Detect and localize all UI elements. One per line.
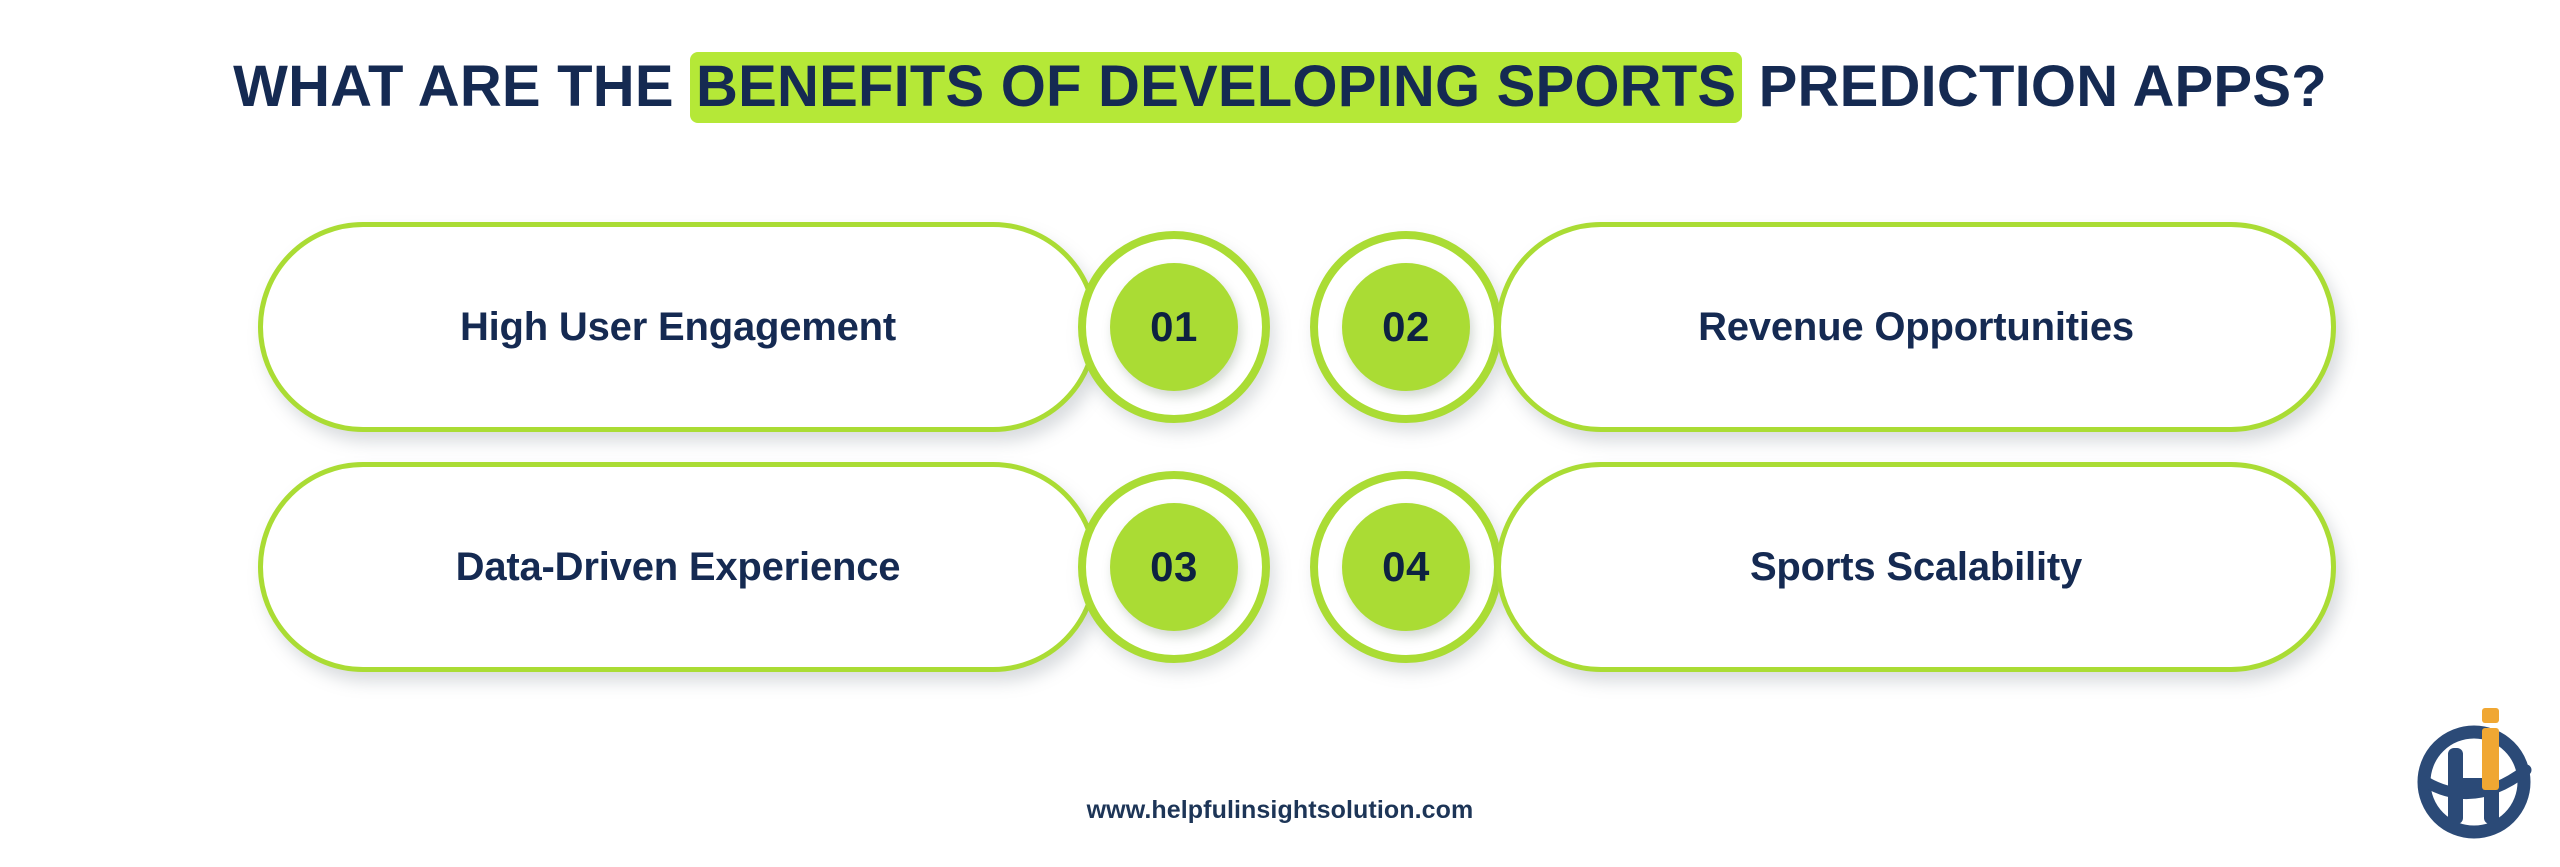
- benefit-badge-inner: 04: [1342, 503, 1470, 631]
- benefit-label: High User Engagement: [459, 304, 897, 349]
- page-title-container: WHAT ARE THE BENEFITS OF DEVELOPING SPOR…: [0, 18, 2560, 157]
- benefit-label: Sports Scalability: [1749, 544, 2083, 589]
- benefit-card-revenue-opportunities[interactable]: Revenue Opportunities: [1496, 222, 2336, 432]
- benefit-number: 02: [1382, 303, 1430, 350]
- page-title: WHAT ARE THE BENEFITS OF DEVELOPING SPOR…: [233, 51, 2327, 123]
- benefit-number: 01: [1150, 303, 1198, 350]
- footer-website-url[interactable]: www.helpfulinsightsolution.com: [1086, 796, 1474, 824]
- benefit-badge-inner: 03: [1110, 503, 1238, 631]
- benefit-number: 03: [1150, 543, 1198, 590]
- benefit-badge-02[interactable]: 02: [1310, 231, 1502, 423]
- benefit-label: Revenue Opportunities: [1698, 304, 2134, 349]
- benefit-card-sports-scalability[interactable]: Sports Scalability: [1496, 462, 2336, 672]
- page-title-before: WHAT ARE THE: [233, 53, 691, 119]
- benefits-row-1: High User Engagement 01 02 Revenue Oppor…: [0, 222, 2560, 432]
- benefit-badge-inner: 02: [1342, 263, 1470, 391]
- page-title-highlight: BENEFITS OF DEVELOPING SPORTS: [690, 51, 1743, 123]
- page-title-after: PREDICTION APPS?: [1742, 53, 2327, 119]
- benefits-row-2: Data-Driven Experience 03 04 Sports Scal…: [0, 462, 2560, 672]
- benefit-card-data-driven-experience[interactable]: Data-Driven Experience: [258, 462, 1098, 672]
- benefit-badge-inner: 01: [1110, 263, 1238, 391]
- benefit-card-high-user-engagement[interactable]: High User Engagement: [258, 222, 1098, 432]
- benefit-badge-03[interactable]: 03: [1078, 471, 1270, 663]
- company-logo[interactable]: [2404, 700, 2554, 850]
- benefit-badge-04[interactable]: 04: [1310, 471, 1502, 663]
- benefit-badge-01[interactable]: 01: [1078, 231, 1270, 423]
- benefit-label: Data-Driven Experience: [455, 544, 901, 589]
- benefit-number: 04: [1382, 543, 1430, 590]
